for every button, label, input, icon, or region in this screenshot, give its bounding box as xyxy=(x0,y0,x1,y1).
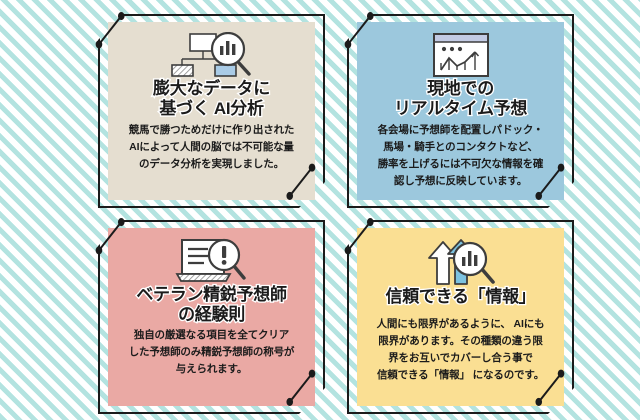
up-arrows-magnifier-barchart-icon xyxy=(423,238,499,286)
card-body-text: 独自の厳選なる項目を全てクリア した予想師のみ精鋭予想師の称号が 与えられます。 xyxy=(128,329,295,376)
card-outline-frame xyxy=(98,220,325,414)
card-outline-frame xyxy=(98,14,325,208)
card-title: 現地での リアルタイム予想 xyxy=(393,78,529,119)
card-title: 膨大なデータに 基づく AI分析 xyxy=(152,78,272,119)
card-veteran-experience[interactable]: ベテラン精鋭予想師 の経験則 独自の厳選なる項目を全てクリア した予想師のみ精鋭… xyxy=(108,228,315,406)
card-title: ベテラン精鋭予想師 の経験則 xyxy=(135,284,288,325)
card-trustworthy-information[interactable]: 信頼できる「情報」 人間にも限界があるように、 AIにも 限界があります。その種… xyxy=(357,228,564,406)
card-outline-frame xyxy=(347,14,574,208)
card-body-text: 競馬で勝つためだけに作り出された AIによって人間の脳では不可能な量 のデータ分… xyxy=(128,124,295,171)
card-outline-frame xyxy=(347,220,574,414)
card-realtime-forecast[interactable]: 現地での リアルタイム予想 各会場に予想師を配置しパドック・ 馬場・騎手とのコン… xyxy=(357,22,564,200)
card-slot-data-ai-analysis: 膨大なデータに 基づく AI分析 競馬で勝つためだけに作り出された AIによって… xyxy=(94,10,317,202)
card-title: 信頼できる「情報」 xyxy=(384,286,537,308)
card-slot-realtime-forecast: 現地での リアルタイム予想 各会場に予想師を配置しパドック・ 馬場・騎手とのコン… xyxy=(343,10,566,202)
card-body-text: 各会場に予想師を配置しパドック・ 馬場・騎手とのコンタクトなど、 勝率を上げるに… xyxy=(377,124,544,188)
document-magnifier-exclamation-icon xyxy=(174,238,250,284)
card-data-ai-analysis[interactable]: 膨大なデータに 基づく AI分析 競馬で勝つためだけに作り出された AIによって… xyxy=(108,22,315,200)
browser-window-linechart-icon xyxy=(432,32,490,78)
card-body-text: 人間にも限界があるように、 AIにも 限界があります。その種類の違う限 界をお互… xyxy=(376,317,545,381)
flowchart-magnifier-barchart-icon xyxy=(170,32,254,78)
card-slot-trustworthy-information: 信頼できる「情報」 人間にも限界があるように、 AIにも 限界があります。その種… xyxy=(343,216,566,408)
card-slot-veteran-experience: ベテラン精鋭予想師 の経験則 独自の厳選なる項目を全てクリア した予想師のみ精鋭… xyxy=(94,216,317,408)
